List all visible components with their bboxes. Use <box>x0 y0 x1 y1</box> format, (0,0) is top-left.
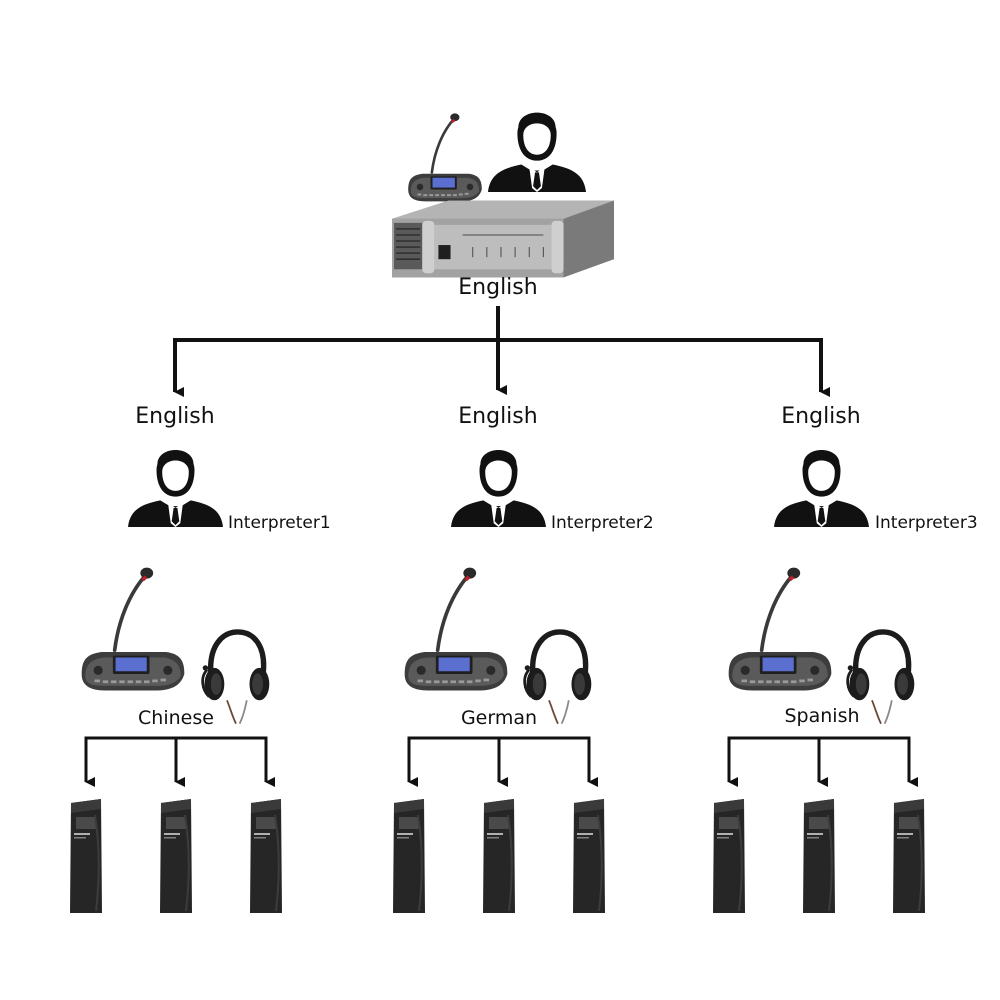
interpreter-name: Interpreter1 <box>228 513 331 533</box>
person-icon <box>451 450 546 527</box>
output-language-label: Spanish <box>784 705 859 727</box>
receiver-icon <box>572 798 606 914</box>
rack-unit-icon <box>392 199 614 279</box>
output-language-label: Chinese <box>138 707 214 729</box>
output-language-label: German <box>461 707 537 729</box>
interpreter-column-1: English Interpreter1 Chinese <box>79 404 331 729</box>
receiver-group-3 <box>712 736 926 914</box>
person-icon <box>774 450 869 527</box>
desk-microphone-icon <box>406 112 484 203</box>
desk-microphone-icon <box>79 565 187 693</box>
receiver-group-1 <box>69 736 283 914</box>
interpreter-name: Interpreter2 <box>551 513 654 533</box>
receiver-icon <box>802 798 836 914</box>
chairman-station: English <box>392 112 614 300</box>
person-icon <box>128 450 223 527</box>
interpreter-column-2: English Interpreter2 German <box>402 404 654 729</box>
receiver-icon <box>159 798 193 914</box>
interpreter-name: Interpreter3 <box>875 513 978 533</box>
receiver-icon <box>482 798 516 914</box>
top-distribution-lines <box>173 306 830 397</box>
input-language-label: English <box>135 404 214 429</box>
input-language-label: English <box>781 404 860 429</box>
interpreter-column-3: English Interpreter3 Spanish <box>726 404 978 727</box>
connector-line <box>173 338 823 390</box>
receiver-group-2 <box>392 736 606 914</box>
desk-microphone-icon <box>402 565 510 693</box>
desk-microphone-icon <box>726 565 834 693</box>
source-language-label: English <box>458 275 537 300</box>
input-language-label: English <box>458 404 537 429</box>
receiver-icon <box>712 798 746 914</box>
receiver-icon <box>69 798 103 914</box>
receiver-groups <box>69 736 926 914</box>
person-icon <box>488 112 586 192</box>
receiver-icon <box>892 798 926 914</box>
receiver-icon <box>392 798 426 914</box>
receiver-icon <box>249 798 283 914</box>
